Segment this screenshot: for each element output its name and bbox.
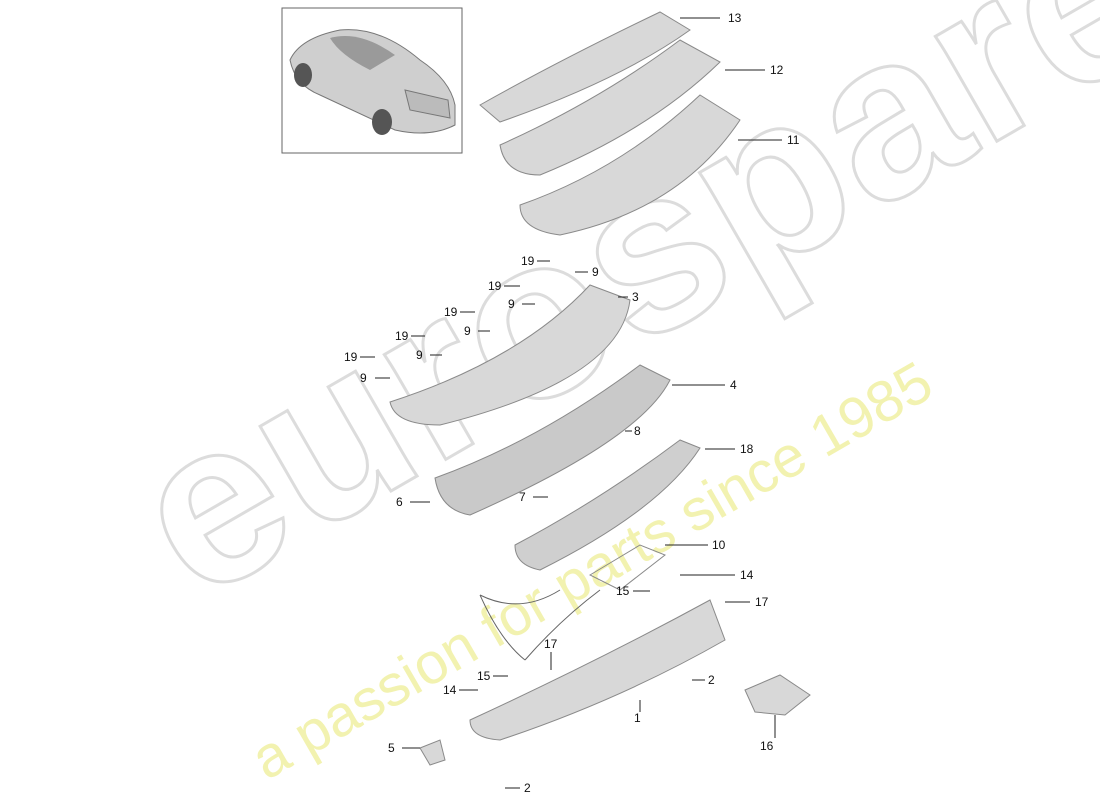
- callout-11: 11: [787, 133, 800, 147]
- callout-12: 12: [770, 63, 784, 77]
- callout-19: 19: [395, 329, 409, 343]
- part-16-cover: [744, 674, 811, 716]
- callout-19: 19: [521, 254, 535, 268]
- callout-6: 6: [396, 495, 403, 509]
- callout-15: 15: [477, 669, 491, 683]
- callout-14: 14: [443, 683, 457, 697]
- part-12-spoiler-cover: [499, 39, 721, 176]
- part-13-spoiler-blade: [479, 11, 691, 123]
- wiring-harness: [479, 589, 601, 661]
- callout-19: 19: [488, 279, 502, 293]
- callout-2: 2: [708, 673, 715, 687]
- part-10-gasket: [588, 544, 666, 591]
- part-4-wing-frame: [434, 364, 671, 516]
- callout-19: 19: [444, 305, 458, 319]
- car-rear-quarter-icon: [289, 29, 456, 135]
- callout-9: 9: [416, 348, 423, 362]
- callout-14: 14: [740, 568, 754, 582]
- callout-10: 10: [712, 538, 726, 552]
- callout-7: 7: [519, 490, 526, 504]
- callout-8: 8: [634, 424, 641, 438]
- part-1-carrier: [469, 599, 726, 741]
- callout-18: 18: [740, 442, 754, 456]
- callout-3: 3: [632, 290, 639, 304]
- callout-15: 15: [616, 584, 630, 598]
- callout-2: 2: [524, 781, 531, 795]
- part-18-bracket-frame: [514, 439, 701, 571]
- vehicle-inset: [281, 7, 463, 154]
- part-3-wing: [389, 284, 631, 426]
- callout-9: 9: [508, 297, 515, 311]
- callout-13: 13: [728, 11, 742, 25]
- callout-19: 19: [344, 350, 358, 364]
- callout-17: 17: [755, 595, 769, 609]
- callout-17: 17: [544, 637, 558, 651]
- callout-9: 9: [360, 371, 367, 385]
- callout-9: 9: [592, 265, 599, 279]
- callout-5: 5: [388, 741, 395, 755]
- part-11-spoiler-lower: [519, 94, 741, 236]
- callout-4: 4: [730, 378, 737, 392]
- callout-9: 9: [464, 324, 471, 338]
- part-5-trim: [419, 739, 446, 766]
- callout-1: 1: [634, 711, 641, 725]
- callout-16: 16: [760, 739, 774, 753]
